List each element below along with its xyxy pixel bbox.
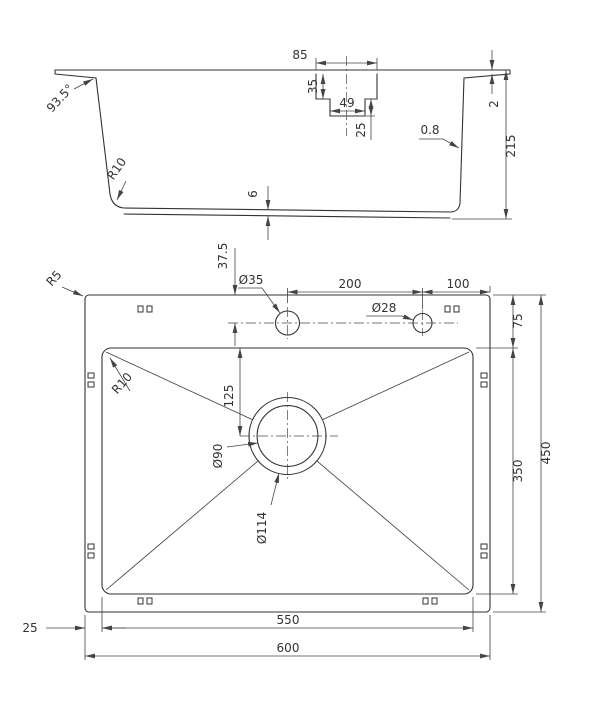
- mounting-clip: [444, 305, 460, 313]
- sink-profile: [54, 73, 511, 213]
- dim-25-plan-label: 25: [22, 621, 37, 635]
- ext-line-200: [287, 288, 423, 309]
- leader-d28: [366, 314, 414, 321]
- dim-r10-plan-label: R10: [109, 370, 135, 397]
- dim-49-label: 49: [339, 96, 354, 110]
- mounting-clip: [480, 543, 488, 559]
- leader-r10-section: [116, 180, 127, 201]
- ext-line-600: [84, 615, 491, 660]
- mounting-clip: [137, 305, 153, 313]
- dim-35-label: 35: [306, 79, 320, 94]
- leader-d90: [226, 441, 259, 448]
- dim-350-label: 350: [511, 460, 525, 483]
- dim-100-label: 100: [447, 277, 470, 291]
- mounting-clip: [137, 597, 153, 605]
- leader-0-8: [419, 138, 460, 149]
- leader-d35: [238, 287, 281, 314]
- dim-d114-label: Ø114: [255, 512, 269, 544]
- bowl-diagonal-bl: [105, 460, 259, 591]
- dim-600-label: 600: [277, 641, 300, 655]
- bowl-outline: [101, 347, 474, 595]
- bowl-diagonal-tr: [322, 351, 470, 421]
- bottom-inner-line: [123, 213, 451, 219]
- bowl-diagonal-br: [316, 460, 470, 591]
- dim-125-label: 125: [222, 385, 236, 408]
- dim-d90-label: Ø90: [211, 444, 225, 469]
- bowl-diagonal-tl: [105, 351, 253, 421]
- dim-37-5-label: 37.5: [216, 243, 230, 270]
- dim-200-label: 200: [339, 277, 362, 291]
- leader-angle: [73, 78, 94, 90]
- leader-r5: [61, 286, 84, 297]
- dim-215-label: 215: [504, 135, 518, 158]
- dim-r5-label: R5: [43, 268, 64, 289]
- dim-450-label: 450: [539, 442, 553, 465]
- dim-550-label: 550: [277, 613, 300, 627]
- mounting-clip: [87, 543, 95, 559]
- dim-25-section-label: 25: [354, 122, 368, 137]
- leader-r10-plan: [109, 357, 131, 392]
- plan-view: 37.5 200 100 Ø35 Ø28 75 350 450 125 Ø90: [22, 243, 553, 660]
- dim-d28-label: Ø28: [372, 301, 397, 315]
- dim-d35-label: Ø35: [239, 273, 264, 287]
- rim-top-edge: [54, 69, 511, 75]
- dim-angle-label: 93.5°: [44, 82, 77, 115]
- mounting-clip: [422, 597, 438, 605]
- section-view: 85 35 49 25 2 0.8 215 6 93.5° R10: [44, 48, 518, 240]
- mounting-clip: [480, 372, 488, 388]
- dim-2-label: 2: [487, 100, 501, 108]
- dim-85-label: 85: [292, 48, 307, 62]
- mounting-clip: [87, 372, 95, 388]
- dim-0-8-label: 0.8: [420, 123, 439, 137]
- leader-d114: [270, 472, 280, 506]
- dim-75-label: 75: [511, 313, 525, 328]
- dim-6-label: 6: [246, 190, 260, 198]
